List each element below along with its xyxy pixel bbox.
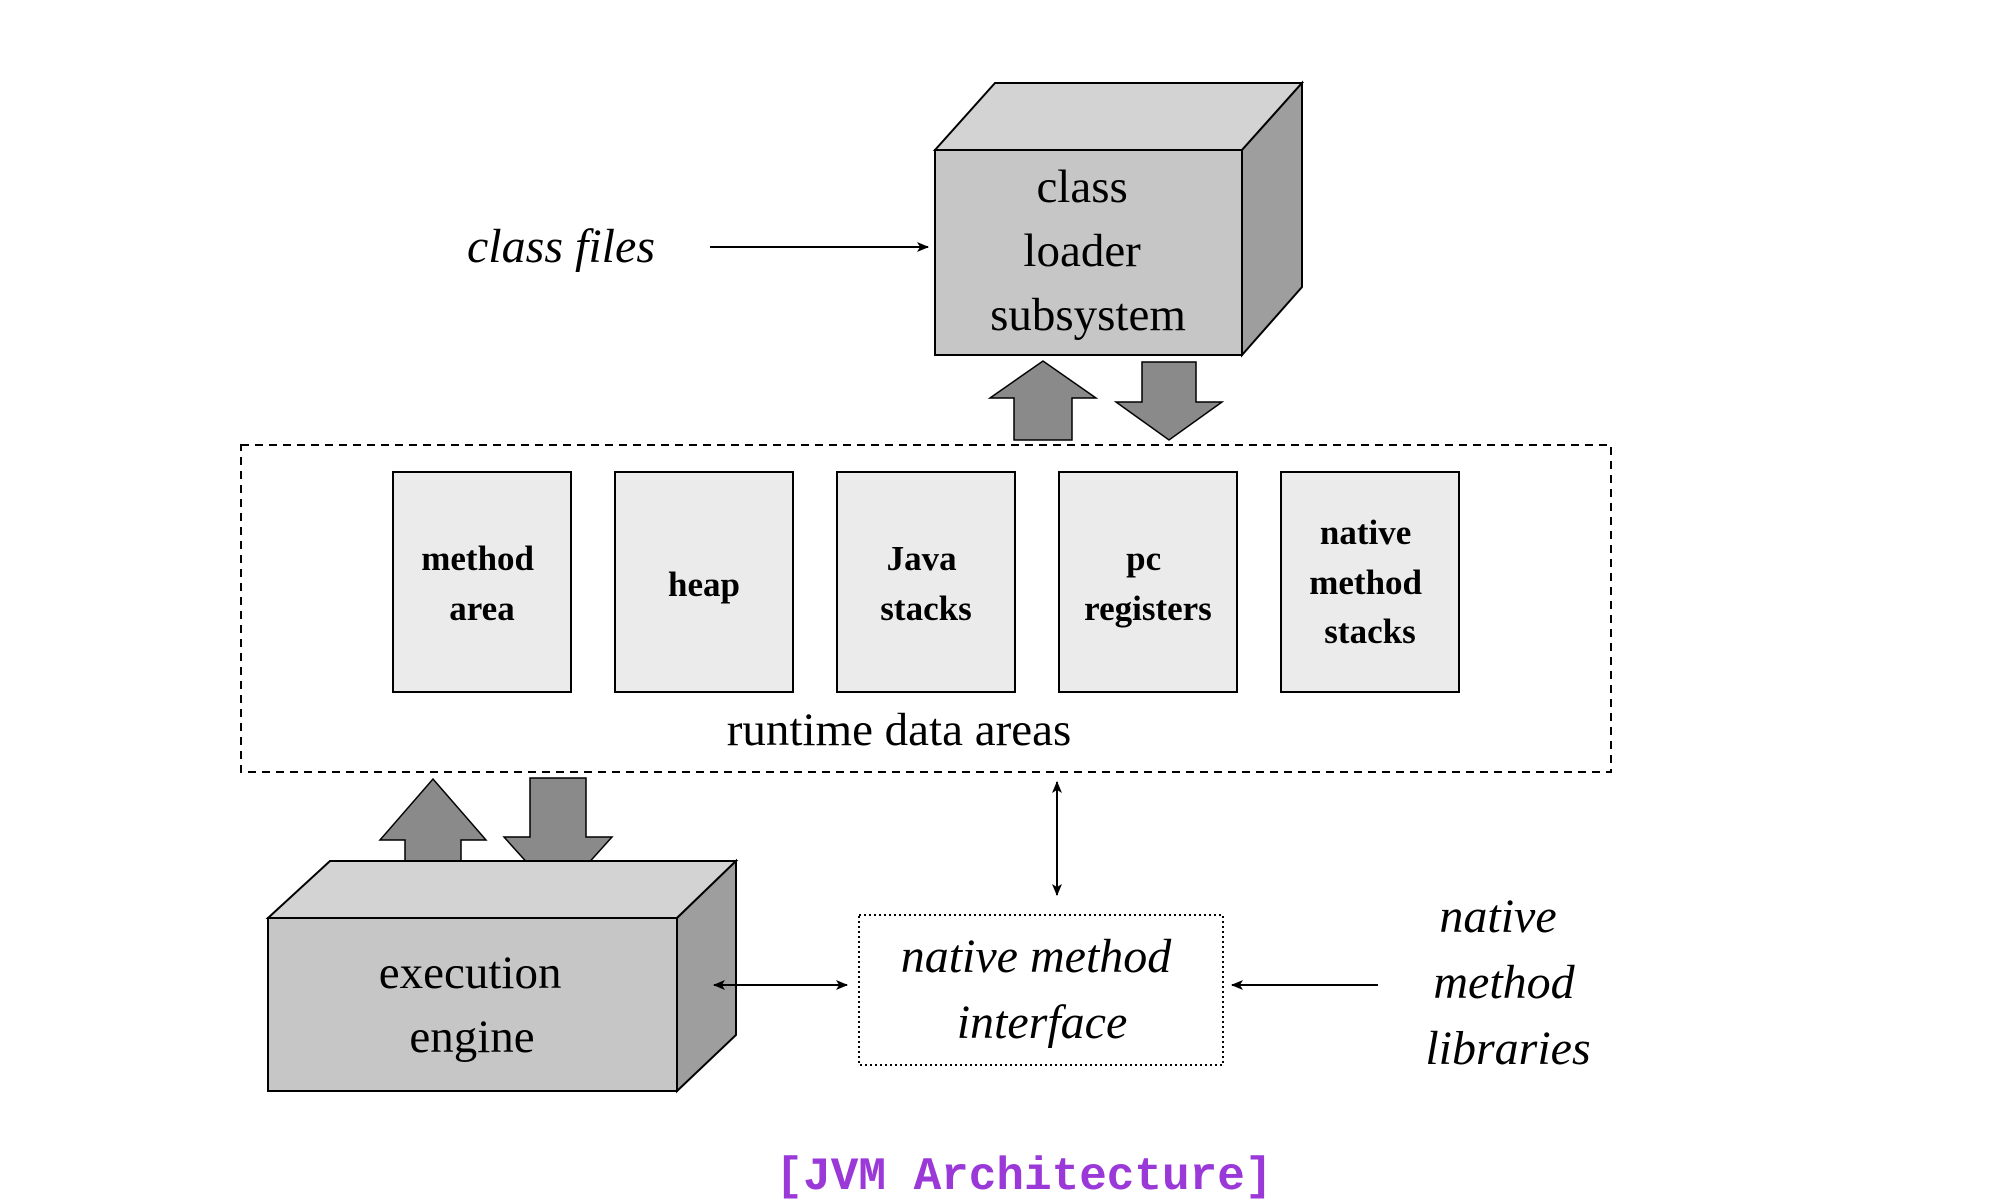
- svg-text:Java stacks: Java stacks: [880, 539, 971, 628]
- execution-engine-label-line-2: engine: [409, 1011, 534, 1063]
- loader-up-arrow: [987, 360, 1099, 441]
- runtime-area-native-method-stacks: native method stacks: [1280, 471, 1460, 693]
- runtime-area-method-area: method area: [392, 471, 572, 693]
- runtime-area-pc-registers: pc registers: [1058, 471, 1238, 693]
- java-stacks-line-2: stacks: [880, 589, 971, 628]
- runtime-data-areas-label: runtime data areas: [727, 704, 1072, 756]
- execution-engine-box: execution engine: [265, 858, 739, 1094]
- native-method-stacks-line-1: native: [1320, 513, 1411, 552]
- class-loader-box: class loader subsystem: [932, 80, 1305, 358]
- class-files-label: class files: [467, 220, 655, 273]
- execution-engine-box-top: [265, 860, 739, 919]
- execution-engine-label-line-1: execution: [379, 947, 562, 999]
- svg-text:execution engine: execution engine: [379, 947, 573, 1063]
- execution-engine-box-front: [267, 917, 678, 1092]
- native-libraries-line-1: native: [1439, 890, 1556, 943]
- pc-registers-line-2: registers: [1084, 589, 1212, 628]
- svg-text:class loader subsy: class loader subsystem: [990, 161, 1186, 341]
- native-interface-label-line-2: interface: [957, 996, 1128, 1049]
- native-libraries-line-3: libraries: [1425, 1022, 1590, 1075]
- native-interface-label-line-1: native method: [901, 930, 1173, 983]
- runtime-area-heap: heap: [614, 471, 794, 693]
- heap-line-1: heap: [668, 565, 740, 604]
- native-libraries-line-2: method: [1433, 956, 1575, 1009]
- runtime-data-areas-frame: [240, 444, 1612, 773]
- class-loader-label-line-2: loader: [1023, 225, 1141, 277]
- pc-registers-line-1: pc: [1126, 539, 1161, 578]
- class-loader-box-top: [932, 82, 1305, 151]
- runtime-area-java-stacks: Java stacks: [836, 471, 1016, 693]
- method-area-line-2: area: [449, 589, 514, 628]
- svg-text:native method stac: native method stacks: [1309, 513, 1431, 651]
- method-area-line-1: method: [421, 539, 534, 578]
- java-stacks-line-1: Java: [887, 539, 957, 578]
- class-loader-label-line-3: subsystem: [990, 289, 1186, 341]
- native-method-interface-box: [858, 914, 1224, 1066]
- svg-text:native method librarie: native method libraries: [1425, 890, 1590, 1075]
- native-method-stacks-line-3: stacks: [1324, 612, 1415, 651]
- svg-text:heap: heap: [668, 565, 740, 604]
- class-loader-label-line-1: class: [1036, 161, 1127, 213]
- loader-down-arrow: [1113, 361, 1225, 441]
- class-loader-box-front: [934, 149, 1243, 356]
- svg-text:method area: method area: [421, 539, 543, 628]
- native-method-stacks-line-2: method: [1309, 563, 1422, 602]
- svg-text:pc registers: pc registers: [1084, 539, 1212, 628]
- diagram-caption: [JVM Architecture]: [776, 1151, 1273, 1199]
- svg-text:native method interface: native method interface: [901, 930, 1184, 1049]
